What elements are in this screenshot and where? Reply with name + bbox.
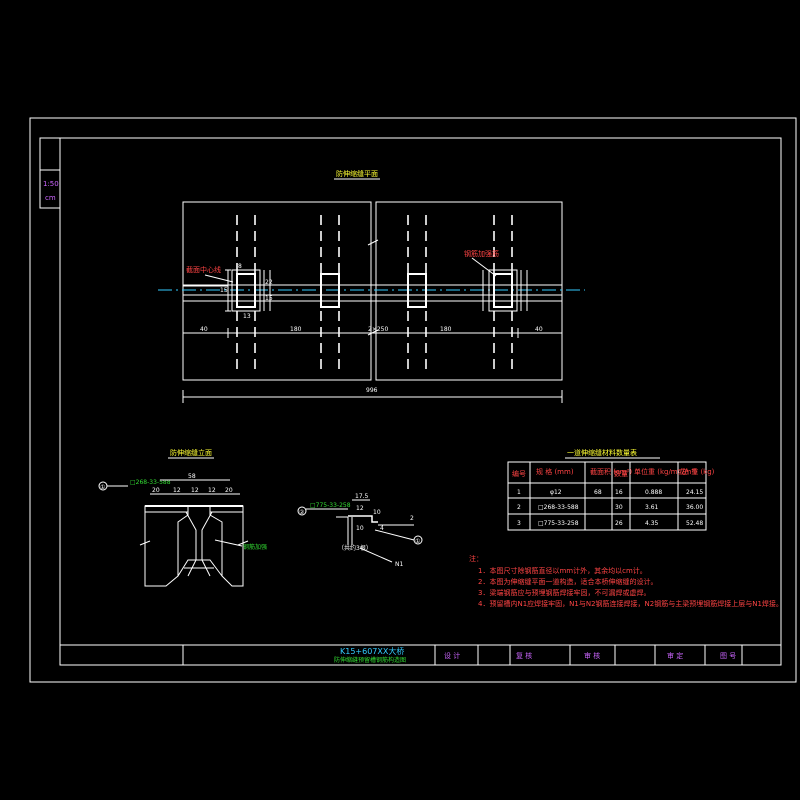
tb-drawing: 防伸缩缝预留槽钢筋构造图	[334, 656, 406, 664]
elevation-view: 防伸缩缝立面 ① □268-33-588 58 20 12 12 12 20 钢…	[98, 448, 267, 587]
elev-dim-1: 12	[173, 487, 181, 494]
detail-dim-b: 12	[356, 505, 364, 512]
dim-total: 996	[366, 387, 378, 394]
r0c5: 24.15	[686, 489, 703, 496]
th-3: 数量	[614, 469, 628, 478]
side-tab-top: 1:50	[43, 180, 59, 188]
detail-dim-f: 2	[410, 515, 414, 522]
notes-title: 注：	[469, 554, 483, 563]
elev-dim-2: 12	[191, 487, 199, 494]
elevation-spec: □268-33-588	[130, 479, 171, 486]
note-2: 2．本图为伸缩缝平面一道构造，适合本桥伸缩缝的设计。	[478, 577, 657, 586]
r2c1: □775-33-258	[538, 520, 579, 527]
detail-view: ② □775-33-258 17.5 12 10 10 4 2 ① （共约3根）…	[297, 493, 423, 568]
tb-design: 设 计	[444, 651, 460, 660]
detail-dim-e: 4	[380, 525, 384, 532]
side-tab: 1:50 cm	[39, 137, 61, 209]
r0c1: φ12	[550, 489, 562, 496]
r1c1: □268-33-588	[538, 504, 579, 511]
note-3: 3．梁端钢筋应与预埋钢筋焊接牢固，不可漏焊或虚焊。	[478, 588, 650, 597]
seg-d-label: 13	[243, 313, 251, 320]
elevation-callout: ①	[100, 484, 105, 491]
r1c4: 3.61	[645, 504, 659, 511]
side-tab-bottom: cm	[45, 194, 56, 202]
dim-mid-right: 180	[440, 326, 452, 333]
inner-frame	[59, 137, 782, 666]
r1c3: 30	[615, 504, 623, 511]
plan-view: 防伸缩缝平面	[158, 169, 585, 403]
elev-dim-0: 20	[152, 487, 160, 494]
detail-spec: □775-33-258	[310, 502, 351, 509]
seg-a-label: 15	[220, 287, 228, 294]
seg-c-label: 15	[265, 295, 273, 302]
detail-label: N1	[395, 561, 403, 568]
slab-right	[375, 201, 563, 381]
r2c3: 26	[615, 520, 623, 527]
th-4: 单位重 (kg/m或m²)	[634, 467, 697, 476]
detail-dim-c: 10	[356, 525, 364, 532]
note-4: 4．预留槽内N1应焊接牢固，N1与N2钢筋连接焊接，N2钢筋与主梁预埋钢筋焊接上…	[478, 599, 783, 608]
r0c0: 1	[517, 489, 521, 496]
dim-left: 40	[200, 326, 208, 333]
detail-dim-d: 10	[373, 509, 381, 516]
elevation-title: 防伸缩缝立面	[170, 448, 212, 457]
r0c4: 0.888	[645, 489, 662, 496]
detail-callout: ②	[299, 509, 305, 516]
r0c3: 16	[615, 489, 623, 496]
table-title: 一道伸缩缝材料数量表	[567, 448, 637, 457]
title-block: K15+607XX大桥 防伸缩缝预留槽钢筋构造图 设 计 复 核 审 核 审 定…	[59, 644, 782, 666]
th-0: 编号	[512, 469, 526, 478]
slab-left	[182, 201, 372, 381]
detail-note: （共约3根）	[338, 544, 372, 552]
detail-dim-a: 17.5	[355, 493, 369, 500]
tb-project: K15+607XX大桥	[340, 646, 404, 656]
dim-right: 40	[535, 326, 543, 333]
dim-center: 2×250	[368, 326, 388, 333]
notes: 注： 1．本图尺寸除钢筋直径以mm计外，其余均以cm计。 2．本图为伸缩缝平面一…	[469, 554, 783, 608]
th-1: 规 格 (mm)	[536, 467, 574, 476]
seg-e-label: 8	[238, 263, 242, 270]
tb-review: 审 核	[584, 651, 600, 660]
seg-b-label: 22	[265, 279, 273, 286]
plan-title: 防伸缩缝平面	[336, 169, 378, 178]
elev-dim-3: 12	[208, 487, 216, 494]
plan-label-right: 钢筋加强筋	[464, 249, 499, 258]
r1c5: 36.00	[686, 504, 703, 511]
th-2: 截面积 (cm²)	[590, 467, 632, 476]
tb-check: 复 核	[516, 651, 532, 660]
r2c5: 52.48	[686, 520, 703, 527]
r0c2: 68	[594, 489, 602, 496]
plan-label-left: 截面中心线	[186, 265, 221, 274]
r2c0: 3	[517, 520, 521, 527]
tb-approve: 审 定	[667, 651, 683, 660]
r1c0: 2	[517, 504, 521, 511]
detail-callout-2: ①	[415, 538, 420, 545]
note-1: 1．本图尺寸除钢筋直径以mm计外，其余均以cm计。	[478, 566, 647, 575]
r2c4: 4.35	[645, 520, 659, 527]
tb-sheet: 图 号	[720, 652, 736, 660]
outer-border	[29, 117, 797, 683]
elev-dim-4: 20	[225, 487, 233, 494]
dim-mid-left: 180	[290, 326, 302, 333]
elevation-dim-top: 58	[188, 473, 196, 480]
materials-table: 一道伸缩缝材料数量表 编号 规 格 (mm) 截面积 (cm²) 数量 单位重 …	[507, 448, 715, 531]
th-5: 总 重 (kg)	[682, 467, 715, 476]
elevation-label-right: 钢筋加强	[243, 543, 267, 551]
